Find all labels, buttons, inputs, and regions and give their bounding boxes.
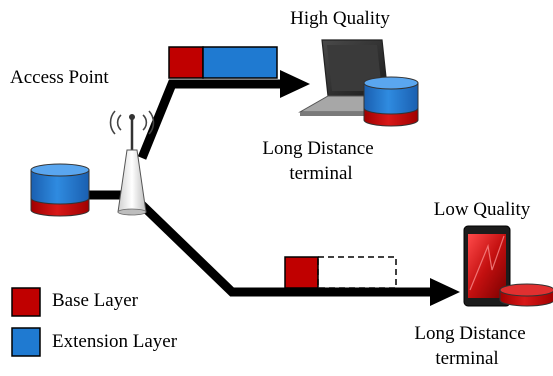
- database-cylinder-icon: [30, 163, 90, 217]
- long-distance-bottom-label-line1: Long Distance: [414, 323, 526, 344]
- legend: [11, 287, 41, 357]
- database-cylinder-icon: [363, 76, 419, 127]
- link-lines: [88, 70, 460, 306]
- long-distance-top-label-line2: terminal: [289, 163, 353, 184]
- legend-swatch-extension: [11, 327, 41, 357]
- payload-low-quality: [284, 256, 397, 289]
- legend-label-extension-layer: Extension Layer: [52, 331, 178, 352]
- payload-high-quality: [168, 46, 278, 79]
- legend-swatch-base: [11, 287, 41, 317]
- link-ap-to-high-quality: [137, 79, 282, 160]
- link-ap-to-low-quality: [138, 201, 432, 297]
- legend-label-base-layer: Base Layer: [52, 290, 138, 311]
- base-layer-block: [168, 46, 204, 79]
- base-layer-block: [284, 256, 319, 289]
- access-point-label: Access Point: [10, 67, 109, 88]
- extension-layer-block: [202, 46, 278, 79]
- low-quality-label: Low Quality: [433, 199, 531, 220]
- antenna-tower-icon: [109, 110, 155, 216]
- long-distance-top-label-line1: Long Distance: [262, 138, 374, 159]
- arrow-head-high-quality: [280, 70, 310, 98]
- arrow-head-low-quality: [430, 278, 460, 306]
- missing-extension-block: [317, 256, 397, 289]
- smartphone-icon: [463, 225, 511, 307]
- long-distance-bottom-label-line2: terminal: [435, 348, 499, 369]
- high-quality-label: High Quality: [290, 8, 390, 29]
- database-cylinder-icon: [499, 283, 553, 307]
